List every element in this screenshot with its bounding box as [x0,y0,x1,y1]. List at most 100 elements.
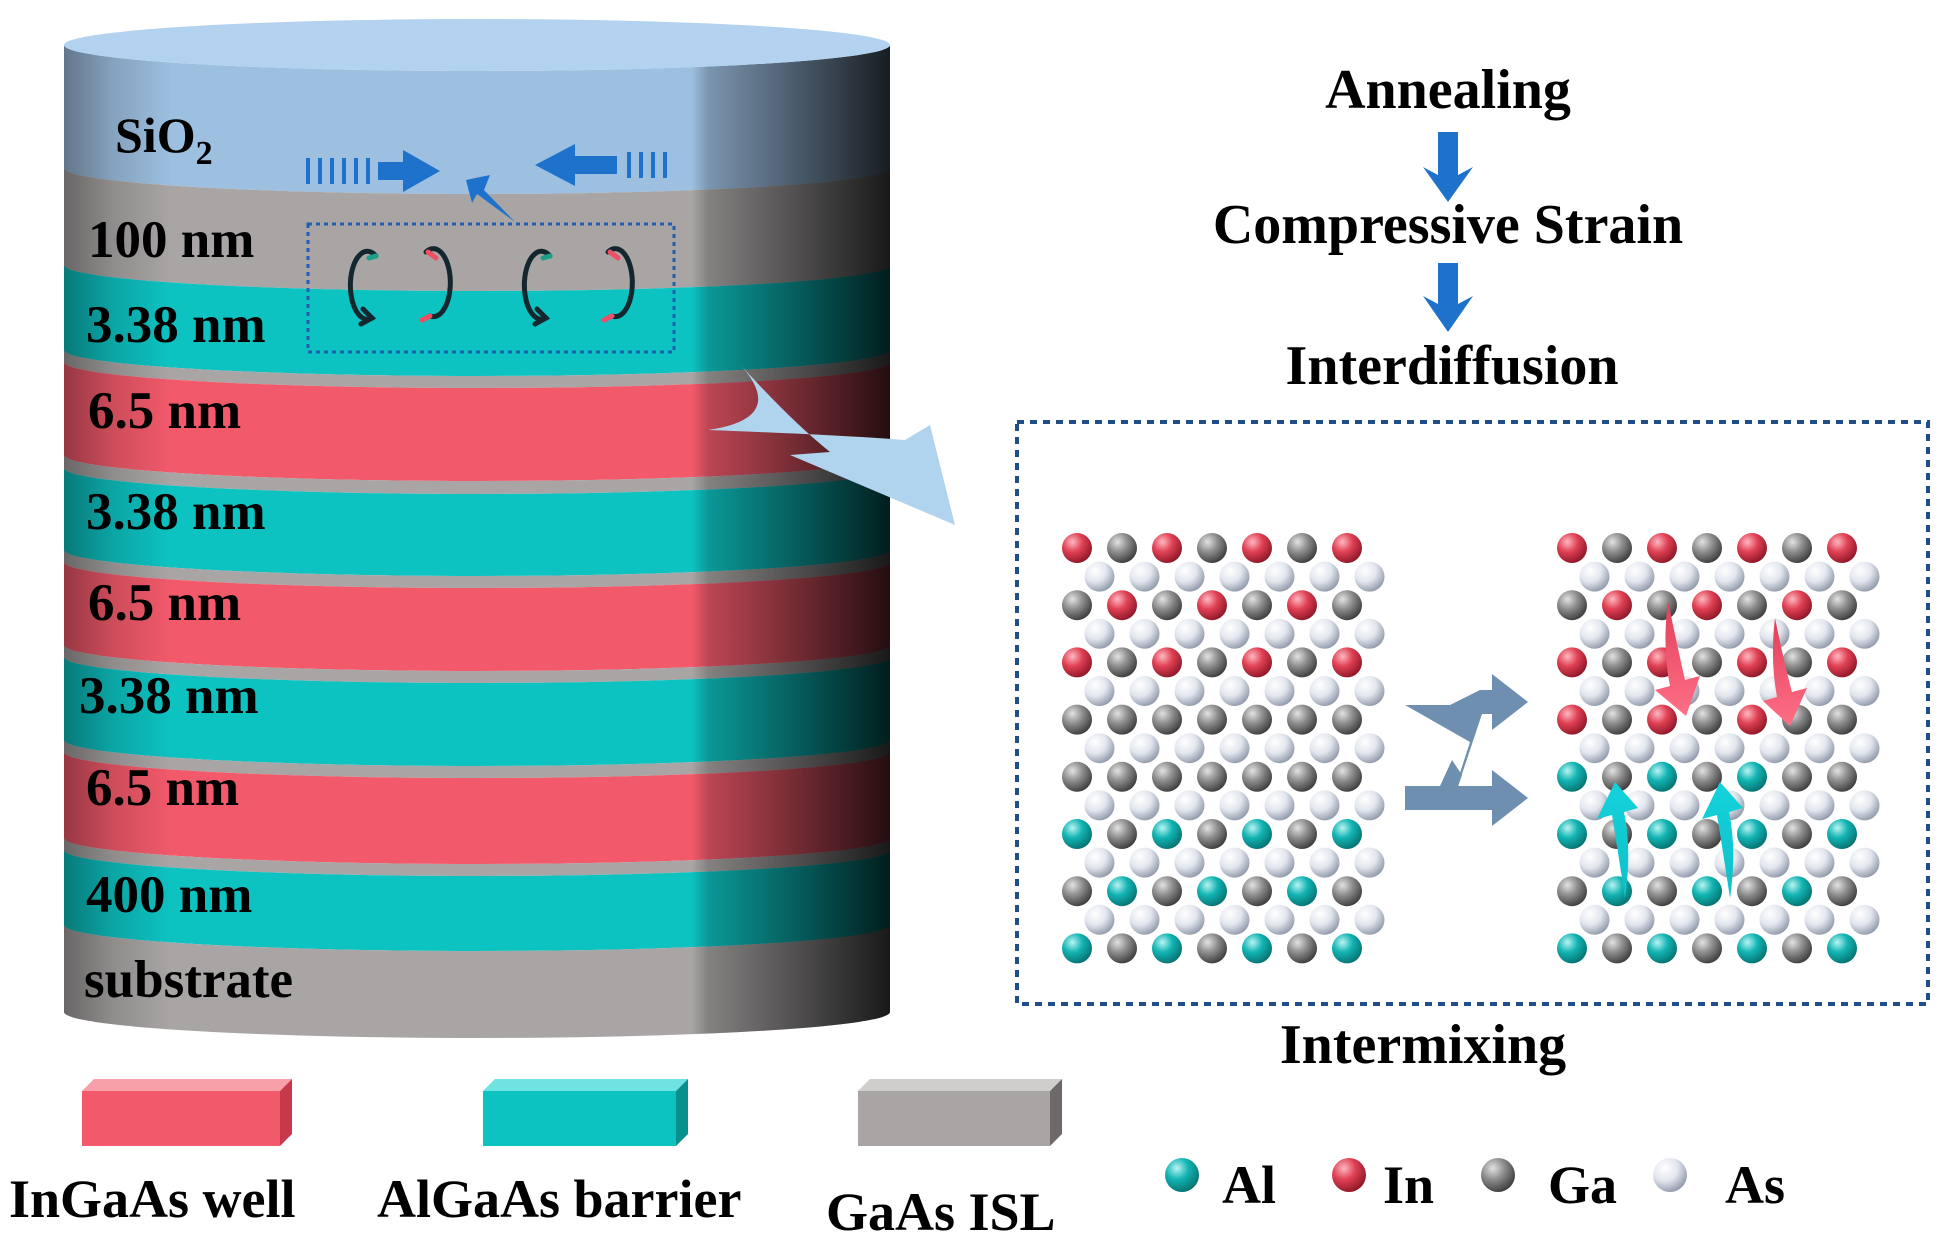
flow-arrow-down-icon [1423,132,1473,202]
atom-al [1782,876,1812,907]
atom-as [1174,904,1205,935]
atom-ga [1242,704,1272,735]
atom-ga [1827,704,1857,735]
atom-as [1264,904,1295,935]
layer-labels: SiO2 100 nm 3.38 nm 6.5 nm 3.38 nm 6.5 n… [79,107,293,1009]
atom-in [1242,533,1272,563]
atom-as [1174,561,1205,592]
atom-ga [1242,590,1272,621]
atom-in [1782,590,1812,621]
al-diffusion-up-arrow-icon [1597,782,1638,898]
atom-ga [1197,704,1227,735]
atom-ga [1782,533,1812,563]
atom-as [1084,790,1115,821]
atom-ga [1107,819,1137,849]
atom-ga [1647,876,1677,907]
atom-as [1174,676,1205,706]
legend-swatch-algaas [483,1079,688,1146]
atom-ga [1692,819,1722,849]
flow-arrow-down-icon [1423,263,1473,332]
atom-ga [1107,933,1137,964]
atom-as [1849,847,1880,878]
atom-as [1219,847,1250,878]
material-legend: InGaAs well AlGaAs barrier GaAs ISL [9,1079,1062,1242]
atom-ga [1287,704,1317,735]
atom-as [1579,618,1610,649]
zoom-arrow-icon [708,362,955,525]
atom-in [1692,590,1722,621]
atom-al [1332,933,1362,964]
atom-ga [1737,876,1767,907]
diffusion-arrows [1597,601,1807,898]
atom-in [1242,647,1272,678]
atom-ga [1737,590,1767,621]
atom-as [1264,618,1295,649]
atom-as [1129,618,1160,649]
layer-label-ingaas-1: 6.5 nm [88,382,241,440]
atom-as [1219,561,1250,592]
atom-in [1557,704,1587,735]
atom-in [1332,647,1362,678]
legend-label-al: Al [1222,1155,1276,1215]
atom-as [1174,847,1205,878]
atom-ga [1107,704,1137,735]
atom-in [1332,533,1362,563]
atom-ga [1602,761,1632,792]
atom-ga [1107,761,1137,792]
atom-ga [1287,647,1317,678]
atom-as [1669,618,1700,649]
in-diffusion-down-arrow-icon [1655,601,1700,716]
atom-as [1309,904,1340,935]
atom-ga [1782,761,1812,792]
rotation-arrows [347,246,635,327]
interface-selection-box [306,222,676,354]
atom-al [1737,761,1767,792]
atom-as [1804,733,1835,764]
stress-arrows [306,144,667,222]
atom-ga [1782,647,1812,678]
atom-ga [1332,704,1362,735]
rotate-ccw-icon [521,248,553,327]
strain-spark-icon [466,175,515,222]
legend-label-gaas-isl: GaAs ISL [826,1182,1056,1242]
atom-ga [1107,647,1137,678]
atom-al [1242,819,1272,849]
atom-as [1849,618,1880,649]
legend-label-in: In [1383,1155,1434,1215]
atom-as [1129,790,1160,821]
atom-al [1332,819,1362,849]
atom-as [1624,561,1655,592]
atom-in [1062,647,1092,678]
atom-as [1309,847,1340,878]
atom-as [1849,561,1880,592]
atom-in [1602,590,1632,621]
atom-as [1084,847,1115,878]
atom-in [1647,704,1677,735]
atom-as [1354,618,1385,649]
atom-as [1759,790,1790,821]
al-diffusion-up-arrow-icon [1702,782,1743,898]
atom-as [1084,561,1115,592]
atom-ga [1197,533,1227,563]
atom-ga [1197,933,1227,964]
atom-al [1242,933,1272,964]
legend-atom-in [1332,1158,1366,1192]
atom-ga [1692,647,1722,678]
atom-as [1624,733,1655,764]
atom-ga [1827,590,1857,621]
legend-swatch-ingaas [82,1079,292,1146]
atom-as [1804,847,1835,878]
atom-as [1354,733,1385,764]
atom-as [1804,790,1835,821]
atom-as [1129,676,1160,706]
atom-as [1264,733,1295,764]
atom-in [1827,533,1857,563]
atom-as [1714,733,1745,764]
layer-label-algaas-3: 3.38 nm [79,667,259,725]
atom-as [1264,847,1295,878]
atom-ga [1692,933,1722,964]
atom-al [1152,819,1182,849]
atom-as [1849,676,1880,706]
atom-as [1129,561,1160,592]
atom-as [1714,676,1745,706]
